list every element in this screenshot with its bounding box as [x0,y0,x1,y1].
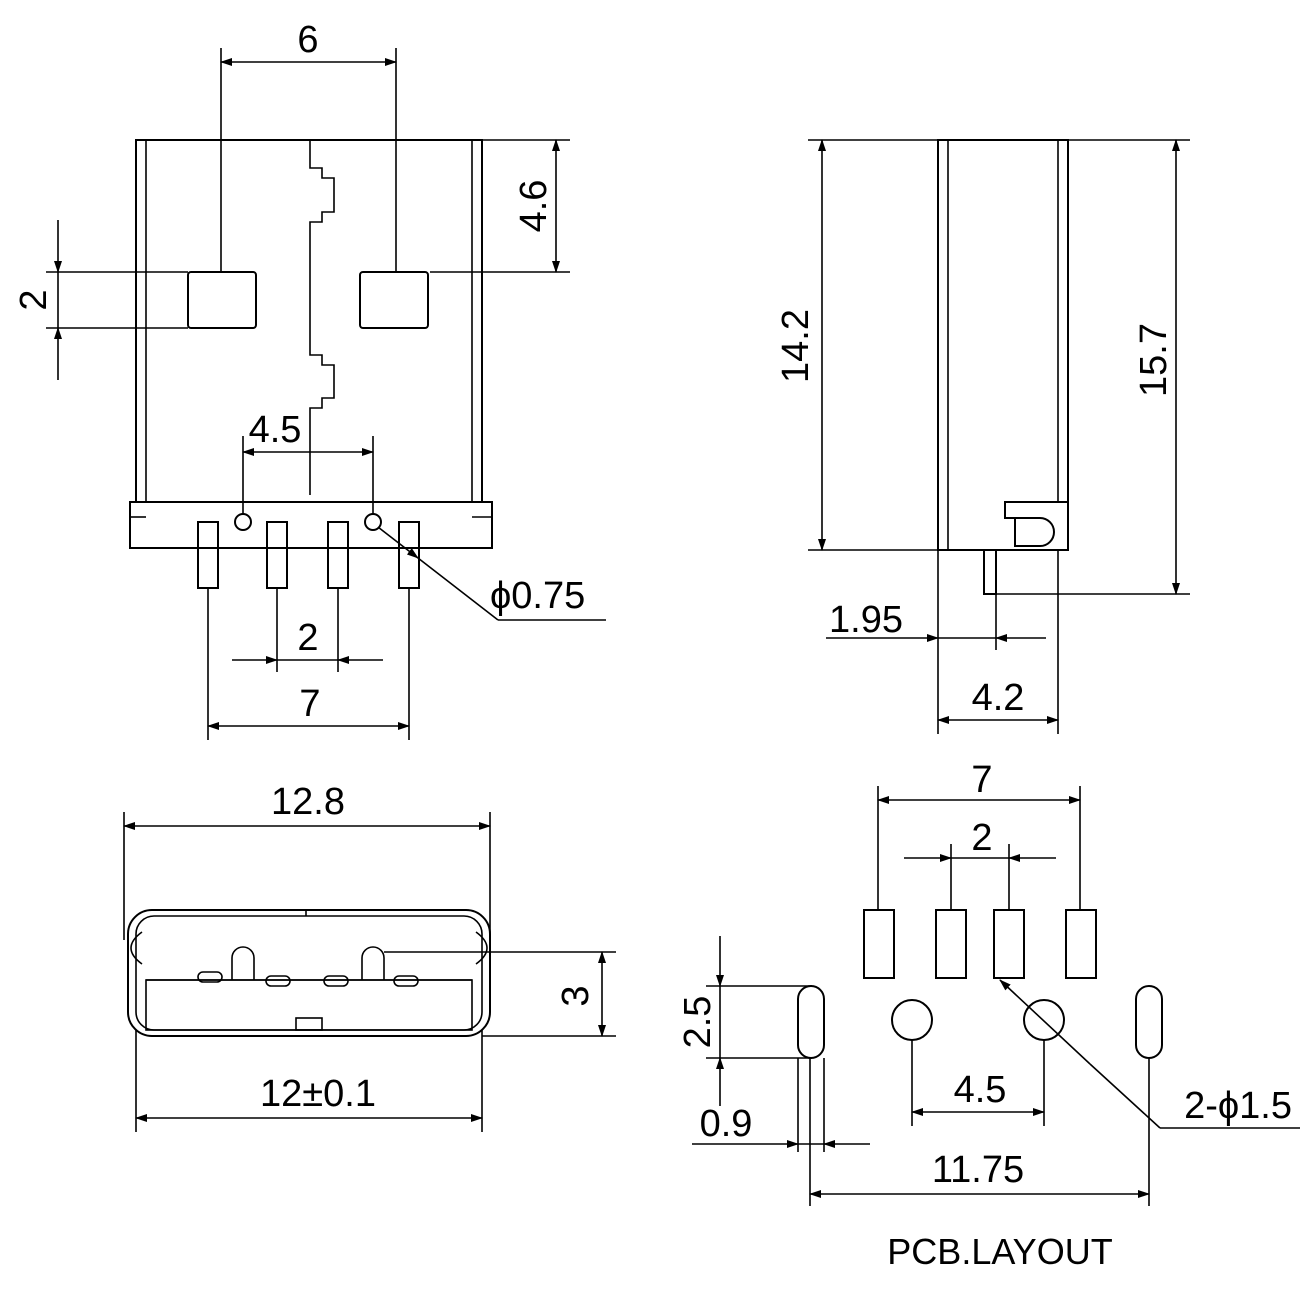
pcb-pad-3 [993,909,1025,979]
dim-end-outer-width: 12.8 [271,781,345,823]
dim-pcb-hole-label: 2-ϕ1.5 [1184,1085,1292,1127]
dim-front-hole-spacing: 4.5 [249,409,302,451]
dim-front-hole-diameter: ϕ0.75 [490,575,585,617]
dim-end-inner-width: 12±0.1 [260,1073,376,1115]
pcb-slot-right [1135,985,1163,1059]
pcb-layout-caption: PCB.LAYOUT [887,1231,1112,1272]
dim-pcb-pad-span: 7 [971,759,992,801]
front-pin-1 [197,521,219,589]
pcb-pad-1 [863,909,895,979]
dim-front-pin-pitch: 2 [297,617,318,659]
side-pin [983,549,997,595]
dim-pcb-slot-height: 2.5 [677,996,719,1049]
dim-side-total-height: 15.7 [1133,323,1175,397]
pcb-pad-4 [1065,909,1097,979]
dim-pcb-slot-width: 0.9 [700,1103,753,1145]
dim-side-depth: 4.2 [972,677,1025,719]
front-center-seam [309,140,335,495]
pcb-pad-2 [935,909,967,979]
pcb-layout-view: 7 2 2.5 0.9 4.5 11.75 [677,759,1300,1272]
end-view: 12.8 12±0.1 3 [123,781,616,1132]
dim-side-pin-offset: 1.95 [829,599,903,641]
pcb-hole-left [891,999,933,1041]
end-outer-shell [127,909,491,1037]
dim-front-window-height: 2 [13,289,55,310]
dim-pcb-pad-pitch: 2 [971,817,992,859]
front-flange [129,501,493,549]
front-window-right [359,271,429,329]
dim-end-height: 3 [555,985,597,1006]
dim-front-top-height: 4.6 [513,180,555,233]
front-pin-2 [266,521,288,589]
dim-front-top-width: 6 [297,19,318,61]
front-pin-4 [398,521,420,589]
front-pin-3 [327,521,349,589]
side-view: 14.2 15.7 1.95 4.2 [775,139,1190,734]
side-clip [1004,501,1068,547]
front-window-left [187,271,257,329]
dim-front-pin-span: 7 [299,683,320,725]
dim-pcb-slot-span: 11.75 [932,1149,1024,1191]
end-cavity [145,979,473,1031]
dim-pcb-hole-spacing: 4.5 [954,1069,1007,1111]
front-hole-left [234,513,252,531]
side-body-outline [937,139,1069,551]
pcb-slot-left [797,985,825,1059]
dim-side-body-height: 14.2 [775,309,817,383]
front-view: 6 4.6 2 4.5 2 7 ϕ0.75 [13,19,606,740]
